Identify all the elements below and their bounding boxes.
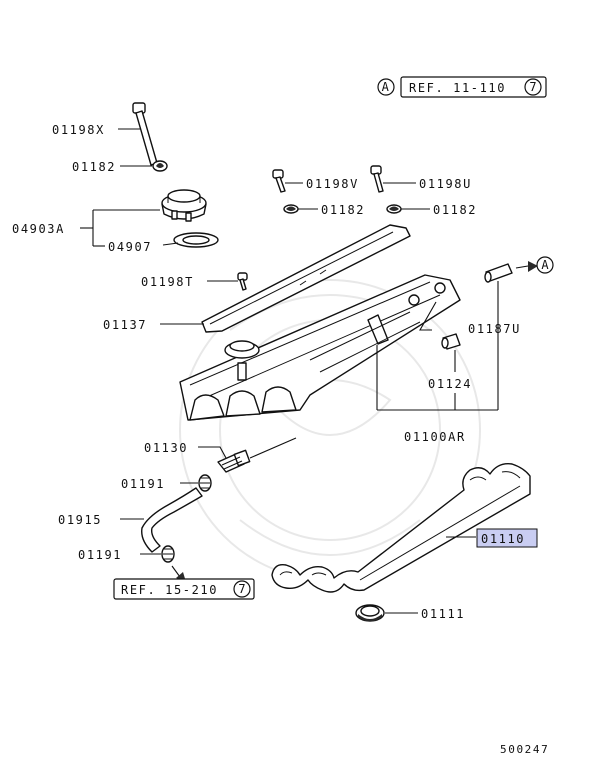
ref-top-page: 7 [529, 80, 536, 94]
washer-01182-left [152, 160, 168, 172]
ref-top[interactable]: A REF. 11-110 7 [377, 76, 547, 98]
callout-01198u[interactable]: 01198U [419, 177, 472, 191]
grommet-01191-upper [198, 474, 212, 492]
washer-01182-mid [283, 204, 299, 214]
callout-01198t[interactable]: 01198T [141, 275, 194, 289]
callout-01110[interactable]: 01110 [481, 532, 525, 546]
callout-01137[interactable]: 01137 [103, 318, 147, 332]
callout-01198v[interactable]: 01198V [306, 177, 359, 191]
callout-01100ar[interactable]: 01100AR [404, 430, 466, 444]
ref-bottom-text: REF. 15-210 [121, 583, 218, 597]
gasket-01110 [271, 463, 531, 593]
fitting-01187u [484, 263, 513, 283]
washer-01182-right [386, 204, 402, 214]
callout-01110-highlight [476, 528, 538, 548]
ref-marker-a-label: A [541, 258, 549, 272]
callout-01130[interactable]: 01130 [144, 441, 188, 455]
callout-01915[interactable]: 01915 [58, 513, 102, 527]
callout-04903a[interactable]: 04903A [12, 222, 65, 236]
bolt-01198v [272, 169, 286, 193]
seal-01111 [355, 604, 385, 622]
gasket-04907 [173, 232, 219, 248]
ref-top-text: REF. 11-110 [409, 81, 506, 95]
hose-01915 [141, 487, 203, 553]
ref-bottom-page: 7 [238, 582, 245, 596]
bolt-01198x [132, 102, 158, 166]
ref-marker-a[interactable]: A [536, 256, 554, 274]
ref-bottom[interactable]: REF. 15-210 7 [113, 578, 255, 600]
plug-01124 [441, 333, 461, 350]
bolt-01198u [370, 165, 384, 193]
grommet-01191-lower [161, 545, 175, 563]
callout-01182-a[interactable]: 01182 [72, 160, 116, 174]
ref-top-circle: A [382, 80, 391, 94]
diagram-id: 500247 [500, 743, 549, 756]
callout-04907[interactable]: 04907 [108, 240, 152, 254]
callout-01191-b[interactable]: 01191 [78, 548, 122, 562]
callout-01182-c[interactable]: 01182 [433, 203, 477, 217]
pcv-valve-01130 [217, 449, 251, 473]
callout-01124[interactable]: 01124 [428, 377, 472, 391]
callout-01111[interactable]: 01111 [421, 607, 465, 621]
cover-plate-01137 [201, 224, 411, 333]
oil-cap-04903a [161, 189, 207, 222]
bolt-01198t [237, 272, 248, 291]
callout-01182-b[interactable]: 01182 [321, 203, 365, 217]
callout-01198x[interactable]: 01198X [52, 123, 105, 137]
callout-01187u[interactable]: 01187U [468, 322, 521, 336]
cylinder-head-cover-01100ar [179, 274, 461, 421]
callout-01191-a[interactable]: 01191 [121, 477, 165, 491]
